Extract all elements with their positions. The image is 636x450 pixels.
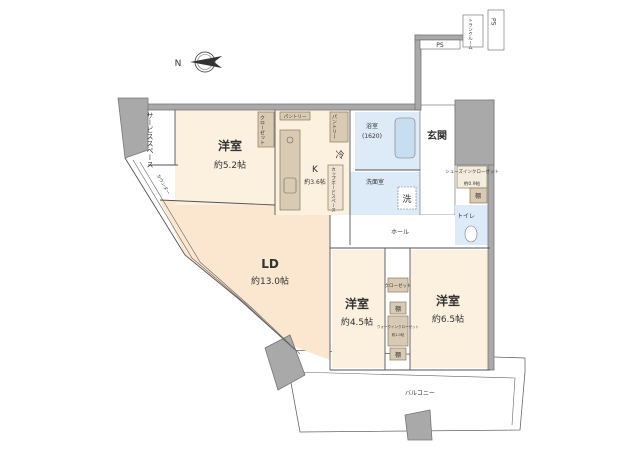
window-line-outer	[132, 159, 296, 351]
shelf-1-label: 棚	[475, 192, 481, 200]
western-room-3-size: 約6.5帖	[432, 313, 464, 325]
counter-label: カウンター	[155, 173, 173, 196]
closet-2	[387, 277, 409, 293]
top-wall	[144, 103, 421, 111]
service-space-name: サービススペース	[146, 112, 154, 168]
north-label: N	[175, 59, 182, 69]
ld-floor	[160, 200, 330, 360]
cupboard-space	[327, 164, 344, 211]
hall-floor	[350, 215, 455, 245]
kitchen-size: 約3.6帖	[304, 178, 326, 186]
washer-label: 洗	[402, 193, 411, 205]
ps-top-box	[419, 39, 461, 50]
stove-icon	[286, 136, 294, 144]
balcony-name: バルコニー	[405, 390, 435, 397]
closet-1-label: クローゼット	[259, 115, 265, 145]
left-pillar-top	[117, 97, 149, 159]
top-ps-wall	[414, 34, 466, 41]
kitchen-counter	[279, 129, 301, 211]
western-room-2-size: 約4.5帖	[341, 316, 373, 328]
shelf-2	[389, 301, 407, 315]
western-room-1-name: 洋室	[218, 138, 242, 153]
walkin-closet	[387, 315, 409, 347]
entrance-name: 玄関	[427, 129, 447, 142]
western-room-1-size: 約5.2帖	[214, 159, 246, 171]
washroom-name: 洗面室	[366, 178, 384, 186]
washer-space	[397, 186, 417, 210]
sink-icon	[283, 177, 297, 194]
shoe-closet-label: シューズインクローゼット	[445, 168, 499, 175]
walkin-closet-size: 約1.0帖	[392, 332, 405, 337]
pantry-2	[329, 111, 349, 143]
ld-name: LD	[261, 257, 279, 271]
balcony-pillar	[404, 409, 433, 441]
western-room-3-floor	[410, 250, 490, 368]
bathroom-size: (1620)	[362, 133, 382, 140]
shelf-1	[469, 187, 488, 204]
ps-vertical-box	[487, 9, 505, 51]
shelf-3	[389, 347, 407, 361]
trunk-room-box	[462, 14, 484, 48]
right-pillar	[454, 99, 495, 166]
ld-size: 約13.0帖	[251, 275, 289, 287]
left-pillar-bottom	[264, 334, 306, 391]
walkin-closet-label: ウォークインクローゼット	[377, 324, 419, 329]
bathtub	[394, 117, 416, 159]
kitchen-name: K	[312, 165, 319, 175]
pantry-2-label: パントリー	[331, 114, 337, 139]
western-room-2-name: 洋室	[345, 296, 369, 311]
closet-1	[257, 111, 275, 148]
bathroom-name: 浴室	[366, 122, 378, 130]
cupboard-label: カップボードスペース	[331, 167, 336, 213]
balcony-rail	[294, 371, 516, 426]
trunk-room-label: トランクルーム	[468, 18, 473, 50]
outer-line	[139, 161, 301, 355]
toilet-name: トイレ	[457, 213, 475, 220]
shelf-2-label: 棚	[395, 305, 401, 313]
western-room-3-name: 洋室	[436, 293, 460, 308]
window-line-left	[124, 157, 291, 346]
western-room-2-floor	[332, 250, 385, 368]
shoe-closet-size: 約0.9帖	[464, 180, 481, 187]
ps-2-label: PS	[490, 18, 497, 26]
compass-icon: N	[175, 51, 222, 73]
fridge-label: 冷	[335, 149, 344, 161]
shelf-3-label: 棚	[395, 351, 401, 359]
room1-ld-wall	[159, 199, 276, 206]
hall-name: ホール	[391, 229, 409, 236]
closet-2-label: クローゼット	[385, 282, 412, 289]
ps-1-label: PS	[436, 42, 444, 49]
pantry-1	[279, 111, 311, 121]
toilet-bowl	[464, 225, 478, 243]
pantry-1-label: パントリー	[284, 114, 307, 120]
entrance-floor	[419, 104, 456, 216]
